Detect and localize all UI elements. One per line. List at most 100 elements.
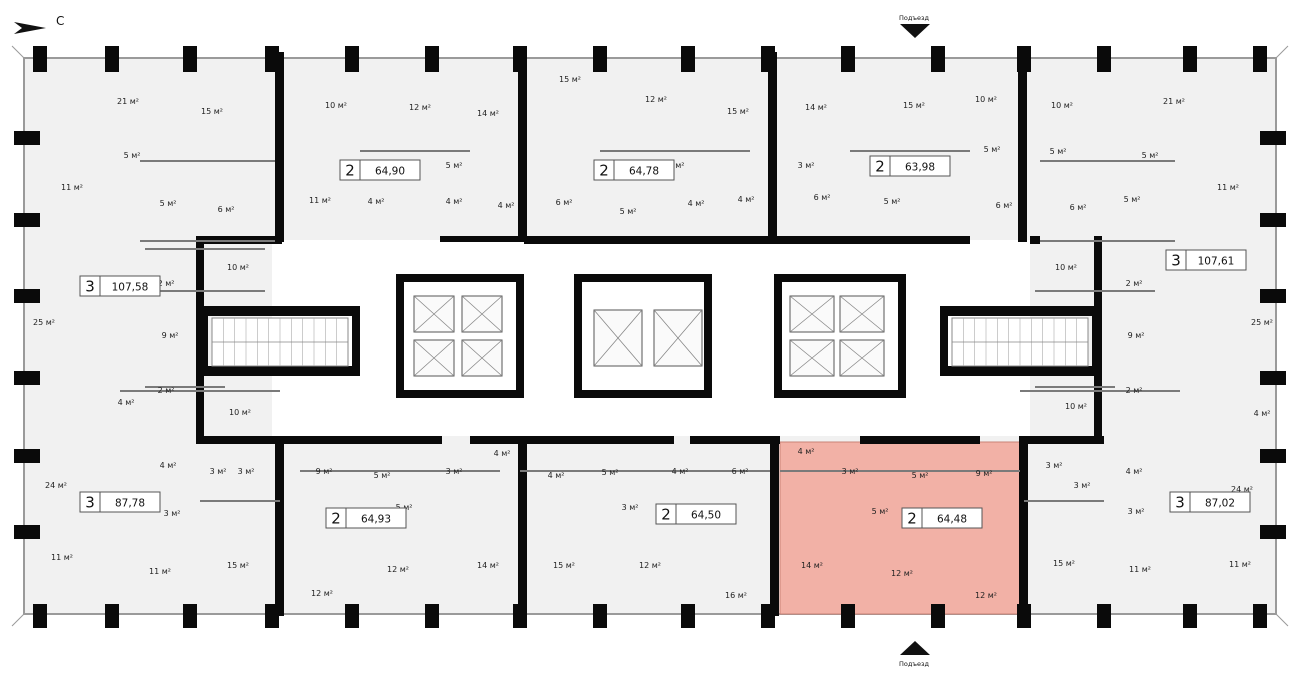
- room-area-label: 6 м²: [732, 467, 749, 476]
- room-area-label: 4 м²: [798, 447, 815, 456]
- column: [1260, 371, 1286, 385]
- column: [761, 46, 775, 72]
- partition: [1024, 500, 1104, 502]
- room-area-label: 10 м²: [229, 408, 251, 417]
- room-area-label: 5 м²: [160, 199, 177, 208]
- column: [345, 604, 359, 628]
- apartment-area: 64,93: [361, 514, 391, 526]
- wall-segment: [204, 306, 360, 316]
- column: [1253, 604, 1267, 628]
- partition: [120, 390, 280, 392]
- room-area-label: 14 м²: [801, 561, 823, 570]
- wall-segment: [204, 366, 360, 376]
- room-area-label: 15 м²: [201, 107, 223, 116]
- wall-segment: [470, 436, 530, 444]
- room-area-label: 5 м²: [124, 151, 141, 160]
- room-area-label: 14 м²: [477, 109, 499, 118]
- apartment-room-count: 3: [1175, 494, 1185, 512]
- room-area-label: 12 м²: [891, 569, 913, 578]
- apartment-room-count: 2: [345, 162, 355, 180]
- room-area-label: 9 м²: [1128, 331, 1145, 340]
- room-area-label: 4 м²: [368, 197, 385, 206]
- column: [841, 46, 855, 72]
- room-area-label: 4 м²: [1126, 467, 1143, 476]
- wall-segment: [940, 306, 948, 376]
- room-area-label: 5 м²: [884, 197, 901, 206]
- apartment-area: 87,02: [1205, 498, 1235, 510]
- room-area-label: 5 м²: [374, 471, 391, 480]
- wall-segment: [275, 52, 284, 242]
- room-area-label: 6 м²: [996, 201, 1013, 210]
- column: [841, 604, 855, 628]
- column: [593, 46, 607, 72]
- wall-segment: [770, 436, 779, 616]
- partition: [145, 248, 265, 250]
- column: [14, 131, 40, 145]
- apartment-area: 64,90: [375, 166, 405, 178]
- column: [14, 525, 40, 539]
- apartment-area: 107,58: [112, 282, 149, 294]
- partition: [1020, 390, 1180, 392]
- apartment-tag[interactable]: 3 107,58: [79, 275, 161, 297]
- apartment-room-count: 2: [599, 162, 609, 180]
- compass: С: [14, 14, 64, 34]
- room-area-label: 21 м²: [117, 97, 139, 106]
- wall-segment: [1094, 236, 1102, 436]
- column: [425, 604, 439, 628]
- walls: [14, 46, 1286, 628]
- room-area-label: 10 м²: [227, 263, 249, 272]
- room-area-label: 4 м²: [446, 197, 463, 206]
- room-area-label: 5 м²: [620, 207, 637, 216]
- entrance-top[interactable]: Подъезд: [899, 14, 930, 38]
- column: [1253, 46, 1267, 72]
- partition: [140, 160, 275, 162]
- column: [1260, 131, 1286, 145]
- room-area-label: 11 м²: [1129, 565, 1151, 574]
- column: [681, 46, 695, 72]
- room-area-label: 12 м²: [387, 565, 409, 574]
- compass-label: С: [56, 14, 64, 28]
- room-area-label: 11 м²: [149, 567, 171, 576]
- room-area-label: 12 м²: [409, 103, 431, 112]
- column: [681, 604, 695, 628]
- room-area-label: 5 м²: [872, 507, 889, 516]
- wall-segment: [940, 366, 1096, 376]
- partition: [850, 150, 970, 152]
- room-area-label: 6 м²: [218, 205, 235, 214]
- room-area-label: 6 м²: [556, 198, 573, 207]
- column: [183, 46, 197, 72]
- column: [513, 604, 527, 628]
- column: [931, 604, 945, 628]
- partition: [1035, 386, 1115, 388]
- column: [14, 371, 40, 385]
- room-area-label: 4 м²: [738, 195, 755, 204]
- room-area-label: 6 м²: [814, 193, 831, 202]
- wall-segment: [352, 306, 360, 376]
- room-area-label: 4 м²: [672, 467, 689, 476]
- room-area-label: 3 м²: [164, 509, 181, 518]
- room-area-label: 14 м²: [805, 103, 827, 112]
- partition: [360, 150, 470, 152]
- room-area-label: 9 м²: [316, 467, 333, 476]
- room-area-label: 11 м²: [1229, 560, 1251, 569]
- apartment-area: 64,50: [691, 510, 721, 522]
- room-area-label: 16 м²: [725, 591, 747, 600]
- wall-segment: [275, 436, 284, 616]
- column: [1017, 604, 1031, 628]
- apartment-room-count: 2: [875, 158, 885, 176]
- room-area-label: 10 м²: [975, 95, 997, 104]
- entrance-bottom[interactable]: Подъезд: [899, 641, 930, 668]
- room-area-label: 5 м²: [1142, 151, 1159, 160]
- apartment-room-count: 3: [85, 278, 95, 296]
- wall-segment: [196, 236, 204, 436]
